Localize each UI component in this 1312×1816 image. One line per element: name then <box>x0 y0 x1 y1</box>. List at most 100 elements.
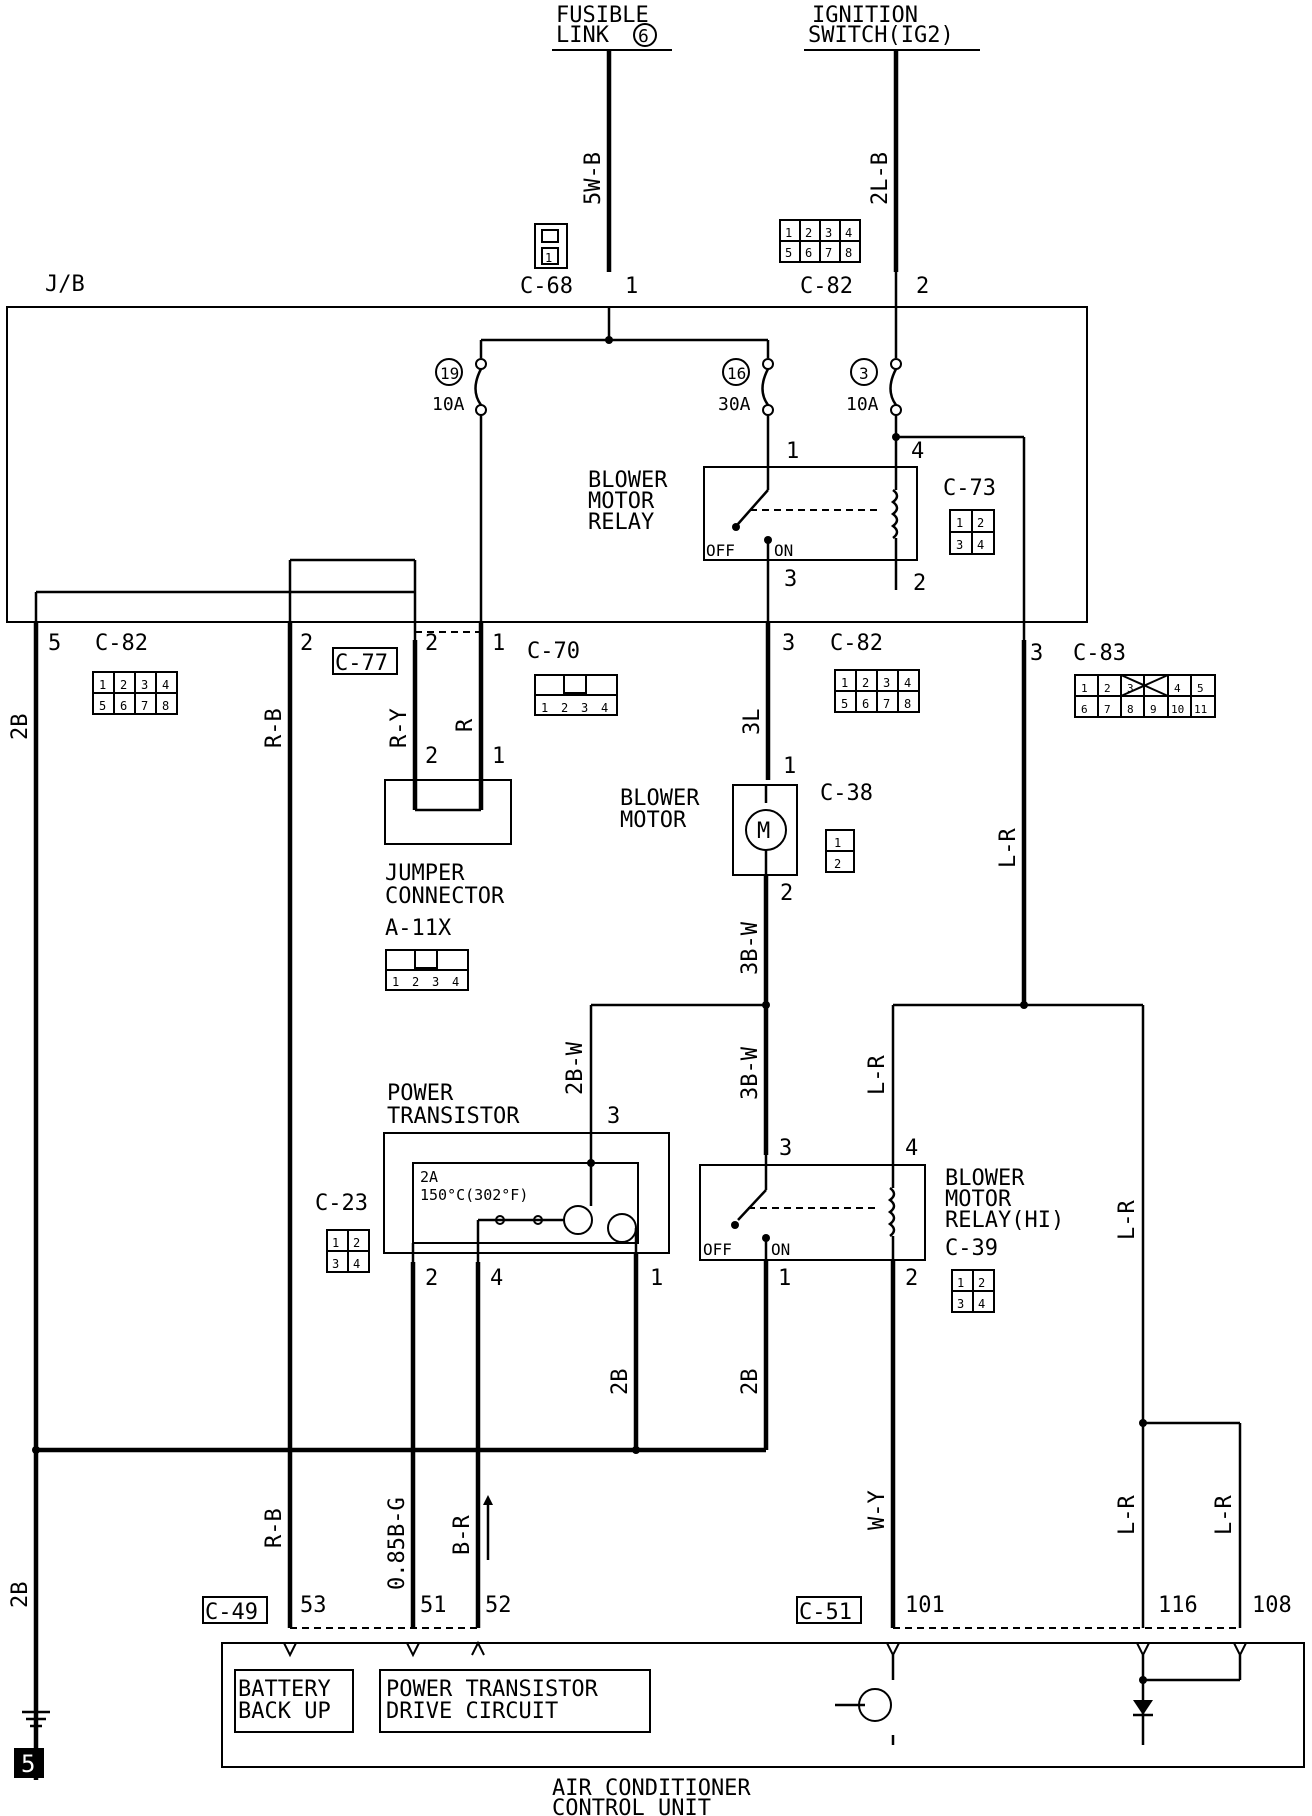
svg-text:3: 3 <box>782 631 795 656</box>
svg-text:1: 1 <box>541 701 548 715</box>
wire-label-lr-116: L-R <box>1115 1495 1140 1535</box>
svg-text:3: 3 <box>779 1136 792 1161</box>
svg-text:7: 7 <box>825 246 832 260</box>
drive-circuit-box <box>379 1669 651 1733</box>
svg-text:9: 9 <box>1150 703 1157 716</box>
power-transistor-spec: 2A 150°C(302°F) <box>420 1168 528 1204</box>
c49-box <box>202 1596 268 1624</box>
ac-control-unit-box <box>221 1642 1305 1768</box>
svg-text:1: 1 <box>786 439 799 464</box>
svg-text:4: 4 <box>601 701 608 715</box>
svg-text:10: 10 <box>1171 703 1184 716</box>
ac-control-unit-label: AIR CONDITIONER CONTROL UNIT <box>552 1776 751 1816</box>
svg-text:4: 4 <box>904 676 911 690</box>
svg-text:1: 1 <box>650 1266 663 1291</box>
svg-text:1: 1 <box>956 516 963 530</box>
svg-text:8: 8 <box>1127 703 1134 716</box>
wire-label-rb-lower: R-B <box>262 1508 287 1548</box>
wire-label-ry: R-Y <box>387 708 412 748</box>
svg-text:8: 8 <box>904 697 911 711</box>
svg-text:3: 3 <box>859 364 869 383</box>
svg-text:1: 1 <box>332 1236 339 1250</box>
c83-label: C-83 <box>1073 641 1126 666</box>
svg-text:3: 3 <box>581 701 588 715</box>
a11x-connector-icon: 1 2 3 4 <box>385 949 469 991</box>
svg-text:AIR CONDITIONER: AIR CONDITIONER <box>552 1776 751 1801</box>
svg-text:2: 2 <box>425 1266 438 1291</box>
c77-box <box>332 647 398 675</box>
svg-text:2: 2 <box>834 857 841 871</box>
svg-text:6: 6 <box>120 699 127 713</box>
svg-text:52: 52 <box>485 1593 512 1618</box>
svg-text:SWITCH(IG2): SWITCH(IG2) <box>808 23 954 48</box>
svg-text:ON: ON <box>771 1240 790 1259</box>
svg-text:51: 51 <box>420 1593 447 1618</box>
svg-text:6: 6 <box>862 697 869 711</box>
svg-text:116: 116 <box>1158 1593 1198 1618</box>
fuse-3: 3 10A <box>846 358 902 416</box>
svg-text:30A: 30A <box>718 394 751 415</box>
svg-text:3: 3 <box>332 1257 339 1271</box>
svg-text:5: 5 <box>785 246 792 260</box>
wire-label-2lb: 2L-B <box>868 152 893 205</box>
c39-label: C-39 <box>945 1236 998 1261</box>
wire-label-lr-right: L-R <box>1115 1200 1140 1240</box>
wire-label-2b-upper: 2B <box>8 714 33 741</box>
wire-label-2bw: 2B-W <box>563 1041 588 1095</box>
svg-text:3: 3 <box>432 975 439 989</box>
svg-text:2: 2 <box>1104 682 1111 695</box>
svg-text:4: 4 <box>452 975 459 989</box>
svg-text:2: 2 <box>862 676 869 690</box>
blower-motor-relay-hi-label: BLOWER MOTOR RELAY(HI) <box>945 1166 1064 1233</box>
svg-text:4: 4 <box>977 538 984 552</box>
wire-label-2b-lower: 2B <box>8 1582 33 1609</box>
wire-label-lr-108: L-R <box>1212 1495 1237 1535</box>
svg-text:IGNITION: IGNITION <box>812 3 918 28</box>
svg-text:4: 4 <box>978 1297 985 1311</box>
svg-text:2: 2 <box>120 678 127 692</box>
jumper-connector-box <box>384 779 512 845</box>
svg-text:1: 1 <box>492 744 505 769</box>
svg-text:BATTERY: BATTERY <box>238 1677 331 1702</box>
page-badge <box>14 1748 44 1778</box>
relay-on-label: ON <box>774 541 793 560</box>
c68-label: C-68 <box>520 274 573 299</box>
svg-text:MOTOR: MOTOR <box>588 489 655 514</box>
c77-label: C-77 <box>335 651 388 676</box>
svg-text:1: 1 <box>957 1276 964 1290</box>
c68-connector-icon: 1 <box>534 223 568 269</box>
svg-text:JUMPER: JUMPER <box>385 861 465 886</box>
c38-connector-icon: 1 2 <box>825 829 855 873</box>
c51-box <box>796 1596 862 1624</box>
svg-text:1: 1 <box>99 678 106 692</box>
svg-text:19: 19 <box>440 364 459 383</box>
svg-text:6: 6 <box>638 26 649 47</box>
relay-off-label: OFF <box>706 541 735 560</box>
c82-left-connector-icon: 1 2 3 4 5 6 7 8 <box>92 671 178 715</box>
svg-text:7: 7 <box>883 697 890 711</box>
svg-text:2: 2 <box>300 631 313 656</box>
svg-text:POWER: POWER <box>387 1081 454 1106</box>
blower-motor-relay-box <box>703 466 918 561</box>
c82-left-label: C-82 <box>95 631 148 656</box>
c82-mid-label: C-82 <box>830 631 883 656</box>
svg-text:10A: 10A <box>846 394 879 415</box>
svg-text:4: 4 <box>911 439 924 464</box>
svg-text:2: 2 <box>412 975 419 989</box>
c70-label: C-70 <box>527 639 580 664</box>
svg-text:11: 11 <box>1194 703 1207 716</box>
svg-text:3: 3 <box>1030 641 1043 666</box>
wire-label-br: B-R <box>450 1515 475 1555</box>
svg-text:RELAY: RELAY <box>588 510 654 535</box>
power-transistor-label: POWER TRANSISTOR <box>387 1081 520 1129</box>
svg-text:4: 4 <box>845 226 852 240</box>
svg-text:7: 7 <box>141 699 148 713</box>
svg-text:10A: 10A <box>432 394 465 415</box>
svg-text:TRANSISTOR: TRANSISTOR <box>387 1104 520 1129</box>
battery-backup-box <box>234 1669 354 1733</box>
wire-label-3l: 3L <box>740 709 765 736</box>
svg-text:5: 5 <box>99 699 106 713</box>
svg-text:5: 5 <box>48 631 61 656</box>
transistor-2-icon <box>607 1213 637 1243</box>
fusible-link-number-circle <box>633 23 657 47</box>
